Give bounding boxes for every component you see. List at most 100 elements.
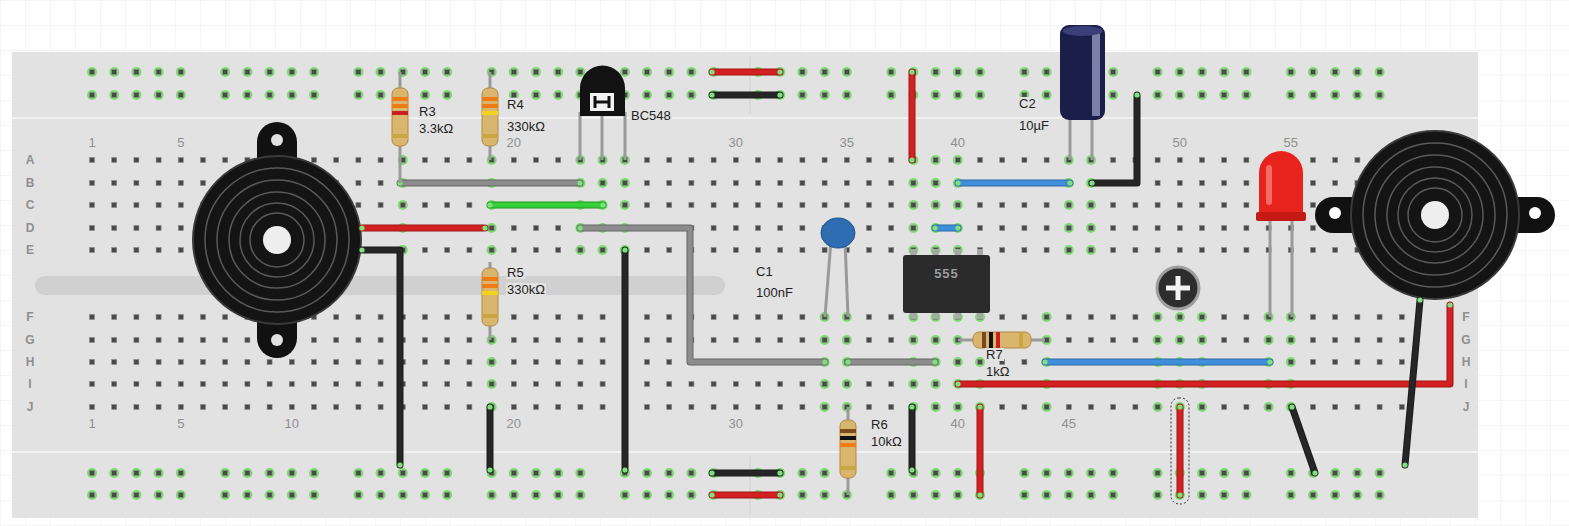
wire-end	[909, 467, 914, 472]
hole	[90, 493, 95, 498]
hole	[933, 382, 938, 387]
hole	[1244, 181, 1249, 186]
hole	[800, 93, 805, 98]
hole	[800, 158, 805, 163]
hole	[756, 338, 761, 343]
hole-highlight	[820, 468, 830, 478]
hole-highlight	[953, 357, 963, 367]
hole	[933, 203, 938, 208]
selection-outline	[1171, 398, 1189, 504]
wire-outline	[1405, 300, 1420, 465]
hole	[689, 382, 694, 387]
wire-end	[909, 69, 914, 74]
hole-highlight	[953, 200, 963, 210]
hole	[733, 158, 738, 163]
hole-highlight	[87, 90, 97, 100]
hole	[356, 338, 361, 343]
hole	[578, 471, 583, 476]
hole	[1377, 493, 1382, 498]
hole	[1044, 226, 1049, 231]
hole-highlight	[842, 90, 852, 100]
hole-highlight	[1241, 67, 1251, 77]
wire-outline	[622, 250, 629, 470]
rail-separator	[12, 117, 1478, 119]
hole	[955, 158, 960, 163]
wire-end	[955, 180, 960, 185]
hole	[689, 93, 694, 98]
hole	[978, 493, 983, 498]
hole-highlight	[820, 402, 830, 412]
column-number: 40	[951, 136, 965, 149]
hole	[711, 226, 716, 231]
hole	[223, 338, 228, 343]
hole	[1133, 226, 1138, 231]
hole	[978, 158, 983, 163]
hole-highlight	[220, 468, 230, 478]
jumper-wire	[577, 225, 827, 364]
hole-highlight	[176, 67, 186, 77]
hole	[423, 338, 428, 343]
hole	[711, 382, 716, 387]
hole	[156, 382, 161, 387]
hole	[822, 382, 827, 387]
wire-outline	[580, 228, 825, 362]
hole	[844, 181, 849, 186]
resistor-symbol	[958, 332, 1045, 348]
hole	[489, 248, 494, 253]
hole-highlight	[265, 90, 275, 100]
row-letter: F	[1462, 311, 1469, 323]
resistor-band	[482, 97, 498, 101]
hole-highlight	[1352, 67, 1362, 77]
hole	[1111, 405, 1116, 410]
hole	[1111, 471, 1116, 476]
hole-highlight	[553, 490, 563, 500]
hole	[90, 360, 95, 365]
hole	[1155, 203, 1160, 208]
ceramic-capacitor	[821, 218, 855, 317]
hole	[800, 70, 805, 75]
resistor-band	[840, 436, 856, 440]
hole	[1244, 471, 1249, 476]
wire	[1292, 407, 1315, 473]
column-number: 40	[951, 417, 965, 430]
hole	[667, 93, 672, 98]
wire-end	[777, 470, 782, 475]
hole	[822, 338, 827, 343]
hole-highlight	[1375, 490, 1385, 500]
hole	[600, 248, 605, 253]
hole-highlight	[931, 312, 941, 322]
wire	[712, 93, 780, 98]
hole	[356, 203, 361, 208]
hole	[378, 181, 383, 186]
hole-highlight	[1175, 312, 1185, 322]
wire-end	[577, 180, 582, 185]
hole-highlight	[575, 245, 585, 255]
hole-highlight	[1175, 67, 1185, 77]
resistor-band	[482, 104, 498, 108]
part-value: 100nF	[755, 286, 794, 299]
hole	[867, 203, 872, 208]
hole	[334, 382, 339, 387]
part-name: R4	[506, 98, 525, 111]
hole	[245, 338, 250, 343]
hole	[156, 181, 161, 186]
hole-highlight	[1286, 357, 1296, 367]
hole	[1200, 493, 1205, 498]
hole-highlight	[1175, 90, 1185, 100]
hole-highlight	[620, 200, 630, 210]
hole	[289, 405, 294, 410]
hole	[445, 471, 450, 476]
hole	[800, 405, 805, 410]
hole-highlight	[376, 90, 386, 100]
led-highlight	[1266, 165, 1272, 205]
hole	[289, 93, 294, 98]
hole	[334, 338, 339, 343]
hole	[312, 93, 317, 98]
potentiometer-symbol	[1157, 267, 1199, 309]
hole-highlight	[553, 90, 563, 100]
hole-highlight	[442, 490, 452, 500]
hole-highlight	[1286, 468, 1296, 478]
hole	[733, 315, 738, 320]
hole	[911, 226, 916, 231]
wire-outline	[977, 407, 984, 495]
